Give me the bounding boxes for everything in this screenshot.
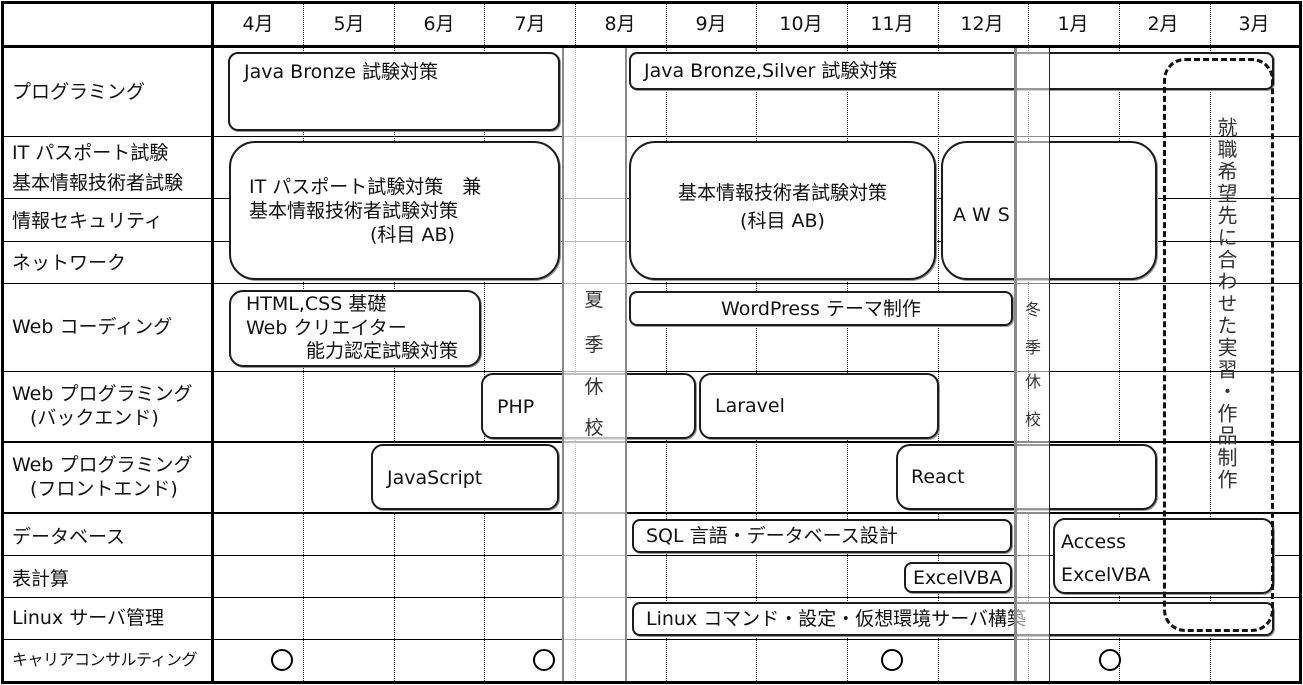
row-label-career: キャリアコンサルティング: [12, 650, 198, 669]
winter-holiday-char: 休: [1024, 372, 1041, 391]
row-divider: [2, 512, 1301, 514]
row-divider: [2, 597, 1301, 598]
task-label: ExcelVBA: [913, 566, 1003, 589]
summer-holiday-char: 休: [584, 376, 604, 398]
task-label: ExcelVBA: [1061, 564, 1151, 586]
task-label: PHP: [497, 396, 535, 418]
month-header: 5月: [333, 13, 365, 35]
month-header: 9月: [695, 13, 727, 35]
month-header: 8月: [604, 13, 636, 35]
task-label: 基本情報技術者試験対策: [249, 199, 459, 222]
row-label-programming: プログラミング: [12, 81, 146, 103]
label-column-divider: [211, 1, 214, 684]
row-divider: [2, 639, 1301, 640]
task-label: Web クリエイター: [246, 316, 407, 339]
row-label-fe-exam: 基本情報技術者試験: [12, 172, 184, 194]
month-header: 3月: [1238, 13, 1270, 35]
task-label: 能力認定試験対策: [306, 340, 459, 362]
circle-mark-icon: [881, 649, 903, 671]
row-divider: [2, 441, 1301, 443]
circle-mark-icon: [1099, 649, 1121, 671]
month-divider: [666, 4, 667, 683]
month-header: 12月: [960, 13, 1004, 35]
header-divider: [1, 45, 1302, 48]
winter-holiday-char: 冬: [1024, 300, 1041, 319]
task-label: SQL 言語・データベース設計: [646, 525, 898, 547]
month-header: 2月: [1147, 13, 1179, 35]
winter-holiday-char: 校: [1024, 410, 1041, 429]
month-header: 6月: [423, 13, 455, 35]
task-label: Laravel: [715, 395, 785, 417]
row-label-web-frontend-sub: (フロントエンド): [30, 478, 178, 500]
row-label-web-frontend: Web プログラミング: [12, 454, 193, 476]
task-label: WordPress テーマ制作: [721, 297, 921, 320]
task-label: Access: [1061, 531, 1127, 553]
month-divider: [484, 4, 485, 683]
row-divider: [2, 371, 1301, 372]
task-java-bronze: Java Bronze 試験対策: [228, 52, 560, 131]
task-java-bronze-silver: Java Bronze,Silver 試験対策: [629, 52, 1274, 90]
task-excelvba: ExcelVBA: [904, 562, 1012, 593]
task-label: Java Bronze 試験対策: [244, 61, 438, 83]
circle-mark-icon: [271, 649, 293, 671]
final-project-box: [1163, 58, 1274, 632]
summer-holiday-column: [562, 48, 627, 682]
row-divider: [2, 283, 1301, 284]
winter-holiday-column: [1014, 48, 1050, 682]
summer-holiday-char: 夏: [584, 289, 604, 311]
winter-holiday-char: 季: [1024, 338, 1041, 357]
row-label-linux: Linux サーバ管理: [12, 607, 165, 629]
task-javascript: JavaScript: [371, 444, 559, 510]
month-header: 11月: [870, 13, 914, 35]
row-label-security: 情報セキュリティ: [12, 210, 163, 232]
row-label-web-coding: Web コーディング: [12, 316, 173, 338]
task-html-css: HTML,CSS 基礎 Web クリエイター 能力認定試験対策: [229, 290, 481, 367]
month-divider: [756, 4, 757, 683]
task-laravel: Laravel: [699, 373, 939, 439]
month-header: 10月: [779, 13, 823, 35]
month-divider: [847, 4, 848, 683]
summer-holiday-char: 校: [584, 417, 604, 439]
row-label-web-backend: Web プログラミング: [12, 383, 193, 405]
row-divider: [2, 555, 1301, 556]
task-label: HTML,CSS 基礎: [246, 293, 387, 315]
row-divider: [2, 136, 1301, 137]
task-label: Java Bronze,Silver 試験対策: [644, 60, 898, 82]
task-label: JavaScript: [387, 467, 483, 489]
month-divider: [938, 4, 939, 683]
month-divider: [1119, 4, 1120, 683]
task-fe-exam: 基本情報技術者試験対策 (科目 AB): [629, 141, 936, 280]
row-label-web-backend-sub: (バックエンド): [30, 407, 159, 429]
circle-mark-icon: [533, 649, 555, 671]
task-wordpress: WordPress テーマ制作: [629, 291, 1013, 326]
row-label-database: データベース: [12, 526, 126, 548]
final-project-label: 就職希望先に合わせた実習・作品制作: [1214, 117, 1238, 491]
task-label: Linux コマンド・設定・仮想環境サーバ構築: [646, 608, 1027, 630]
task-label: (科目 AB): [370, 223, 455, 246]
row-label-network: ネットワーク: [12, 252, 127, 274]
month-divider: [1210, 4, 1211, 683]
task-sql: SQL 言語・データベース設計: [632, 519, 1012, 553]
row-label-spreadsheet: 表計算: [12, 568, 70, 590]
summer-holiday-char: 季: [584, 334, 604, 356]
month-header: 7月: [514, 13, 546, 35]
task-label: (科目 AB): [740, 209, 825, 232]
task-label: AWS: [953, 204, 1017, 226]
task-label: React: [911, 466, 965, 488]
row-label-it-passport: IT パスポート試験: [12, 142, 169, 164]
task-it-passport-fe: IT パスポート試験対策 兼 基本情報技術者試験対策 (科目 AB): [229, 141, 560, 280]
task-label: 基本情報技術者試験対策: [677, 181, 887, 204]
month-header: 4月: [242, 13, 274, 35]
month-header: 1月: [1057, 13, 1089, 35]
task-label: IT パスポート試験対策 兼: [249, 175, 482, 198]
